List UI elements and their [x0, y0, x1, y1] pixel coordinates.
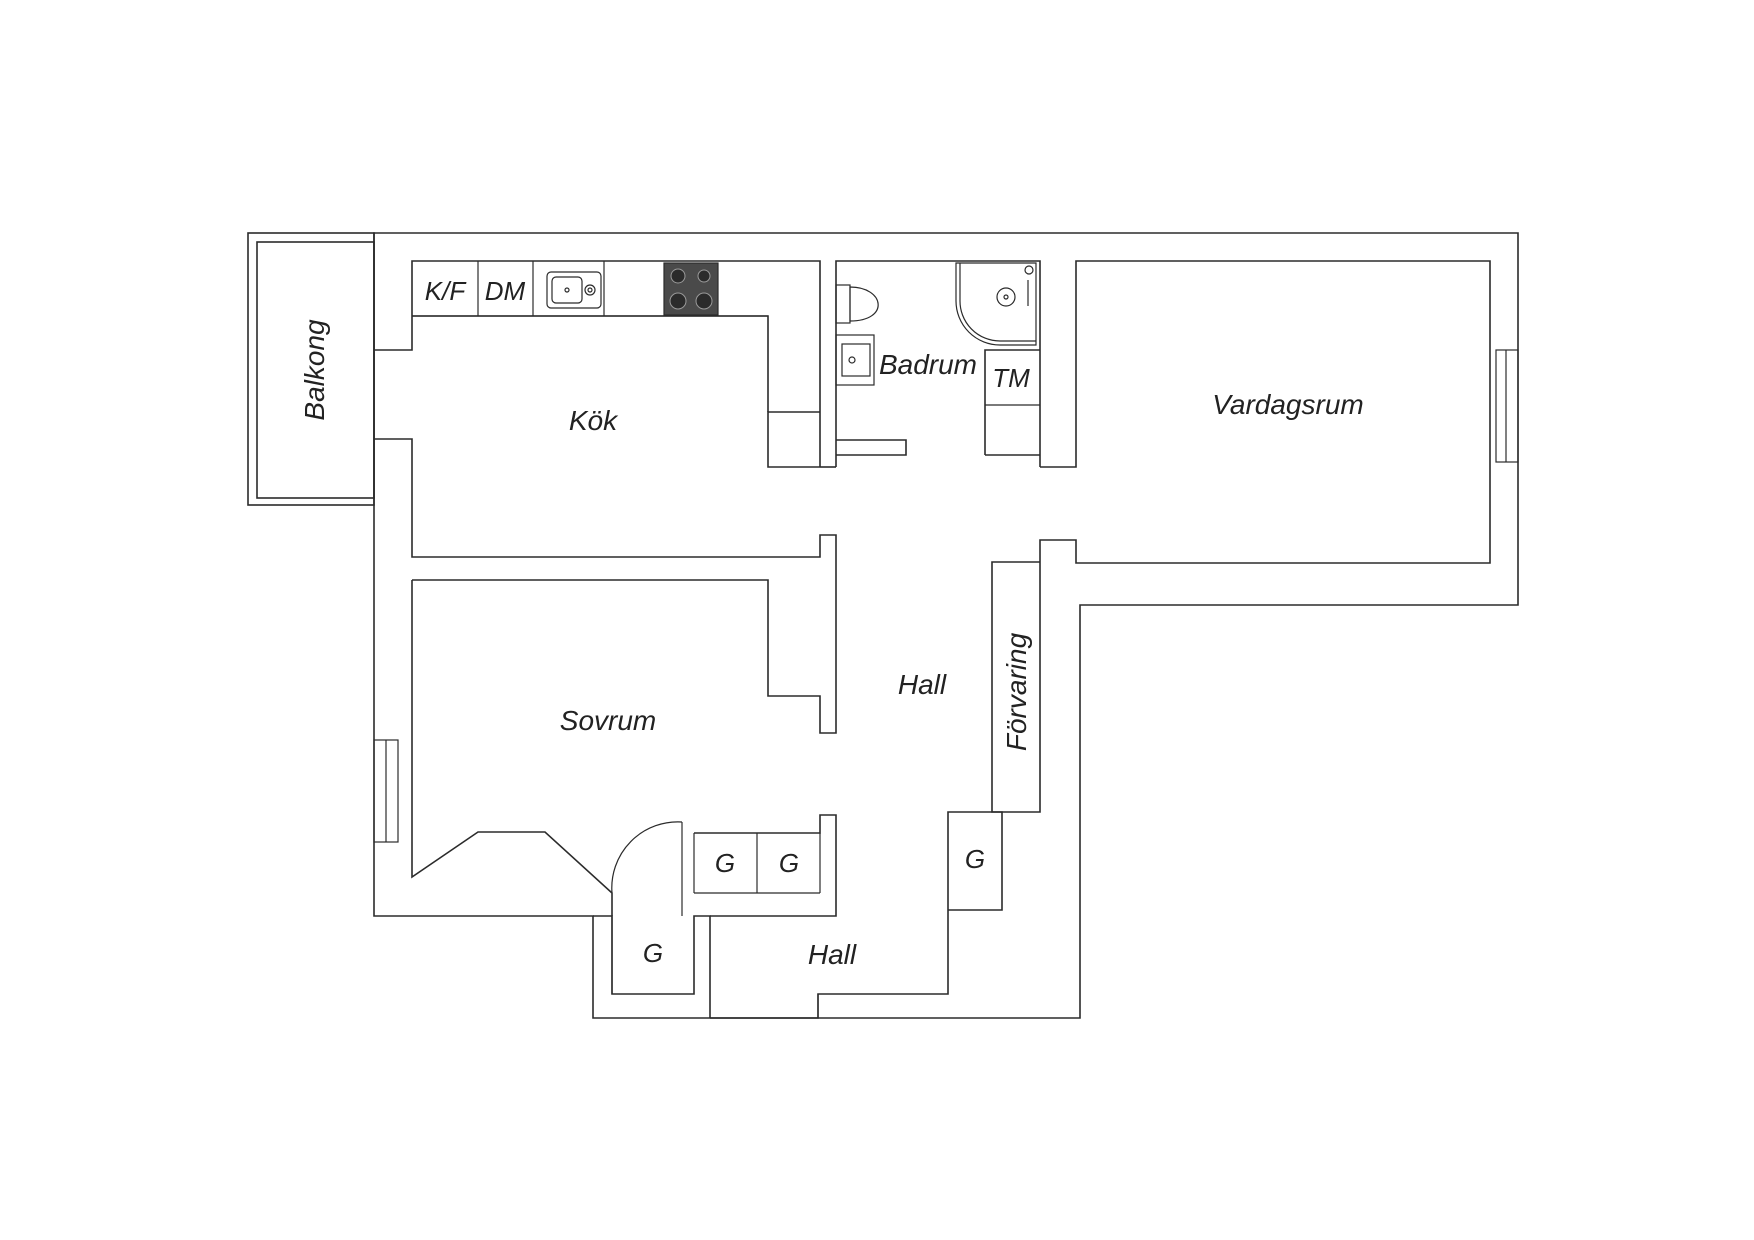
- room-label-badrum: Badrum: [879, 349, 977, 380]
- washbasin-icon: [835, 334, 875, 386]
- entry-closet: [593, 915, 711, 1018]
- stove-icon: [663, 262, 719, 316]
- room-label-forvaring: Förvaring: [1001, 632, 1032, 751]
- room-label-balkong: Balkong: [299, 319, 330, 421]
- room-label-hall-entry: Hall: [808, 939, 857, 970]
- room-label-sovrum: Sovrum: [560, 705, 656, 736]
- fixture-label-g-sovrum-2: G: [779, 848, 799, 878]
- sink-icon: [546, 271, 602, 309]
- room-label-hall-main: Hall: [898, 669, 947, 700]
- fixture-label-g-hall: G: [965, 844, 985, 874]
- room-label-vardagsrum: Vardagsrum: [1212, 389, 1363, 420]
- kitchen-counter: [477, 261, 719, 316]
- door-icon: [611, 821, 683, 916]
- fixture-label-g-entry: G: [643, 938, 663, 968]
- bathroom-walls: [820, 260, 1041, 468]
- outer-walls: [373, 232, 1519, 1019]
- fixture-label-dm: DM: [485, 276, 526, 306]
- shower-icon: [955, 262, 1037, 346]
- bedroom-walls: [411, 580, 613, 916]
- entry-hall-walls: [710, 811, 1003, 1019]
- fixture-label-kf: K/F: [425, 276, 468, 306]
- kitchen-walls: [374, 260, 837, 734]
- wardrobes-bedroom: [693, 814, 837, 917]
- fixture-label-g-sovrum-1: G: [715, 848, 735, 878]
- fixture-label-tm: TM: [992, 363, 1030, 393]
- toilet-icon: [835, 284, 879, 324]
- room-label-kok: Kök: [569, 405, 619, 436]
- living-room-walls: [991, 260, 1491, 813]
